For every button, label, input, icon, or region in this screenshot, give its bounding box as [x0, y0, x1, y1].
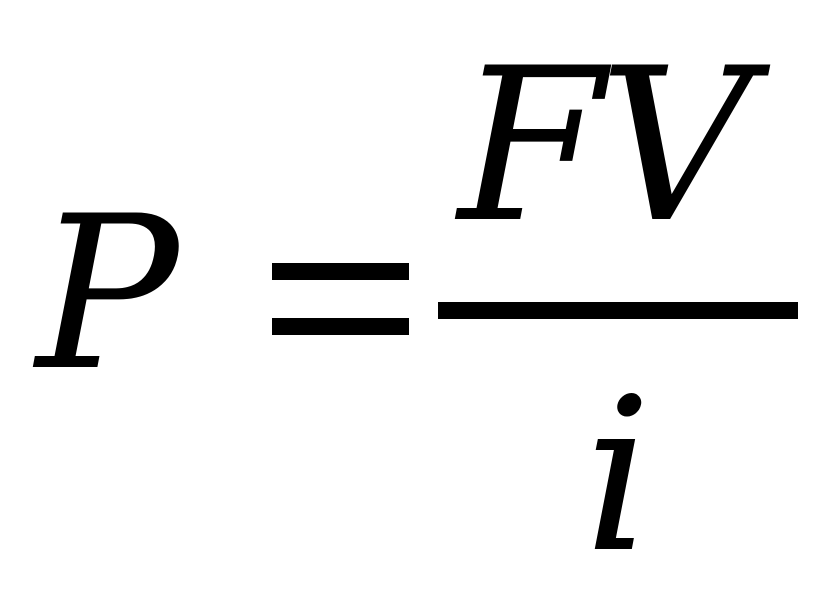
equals-bar-bottom: [272, 318, 409, 335]
fraction-denominator: i: [584, 352, 652, 599]
equals-bar-top: [272, 263, 409, 280]
lhs-variable: P: [36, 170, 179, 417]
fraction-bar: [438, 302, 798, 319]
fraction-numerator: FV: [458, 22, 752, 269]
